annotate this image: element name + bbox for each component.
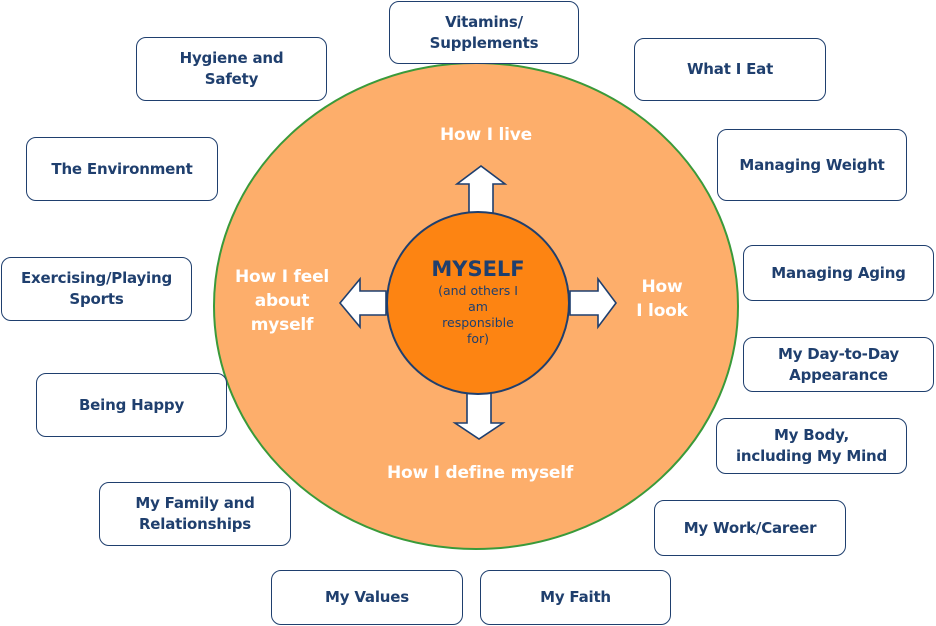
arrow-up-icon xyxy=(454,165,508,214)
ring-label-top: How I live xyxy=(439,125,533,145)
topic-family-relationships[interactable]: My Family and Relationships xyxy=(99,482,291,546)
topic-hygiene-safety[interactable]: Hygiene and Safety xyxy=(136,37,327,101)
topic-being-happy[interactable]: Being Happy xyxy=(36,373,227,437)
ring-label-bottom: How I define myself xyxy=(386,463,574,483)
topic-exercising-sports[interactable]: Exercising/Playing Sports xyxy=(1,257,192,321)
ring-label-left: How I feel about myself xyxy=(234,267,330,335)
arrow-right-icon xyxy=(569,276,617,330)
topic-vitamins-supplements[interactable]: Vitamins/ Supplements xyxy=(389,1,579,64)
core-circle xyxy=(386,211,570,395)
topic-managing-weight[interactable]: Managing Weight xyxy=(717,129,907,201)
topic-what-i-eat[interactable]: What I Eat xyxy=(634,38,826,101)
topic-day-to-day-appearance[interactable]: My Day-to-Day Appearance xyxy=(743,337,934,392)
topic-managing-aging[interactable]: Managing Aging xyxy=(743,245,934,301)
core-title: MYSELF xyxy=(431,257,525,281)
topic-values[interactable]: My Values xyxy=(271,570,463,625)
topic-environment[interactable]: The Environment xyxy=(26,137,218,201)
topic-work-career[interactable]: My Work/Career xyxy=(654,500,846,556)
topic-body-including-mind[interactable]: My Body, including My Mind xyxy=(716,418,907,474)
arrow-down-icon xyxy=(452,392,506,440)
core-subtitle: (and others I am responsible for) xyxy=(438,283,518,346)
ring-label-right: How I look xyxy=(636,277,688,321)
topic-faith[interactable]: My Faith xyxy=(480,570,671,625)
arrow-left-icon xyxy=(338,276,387,330)
